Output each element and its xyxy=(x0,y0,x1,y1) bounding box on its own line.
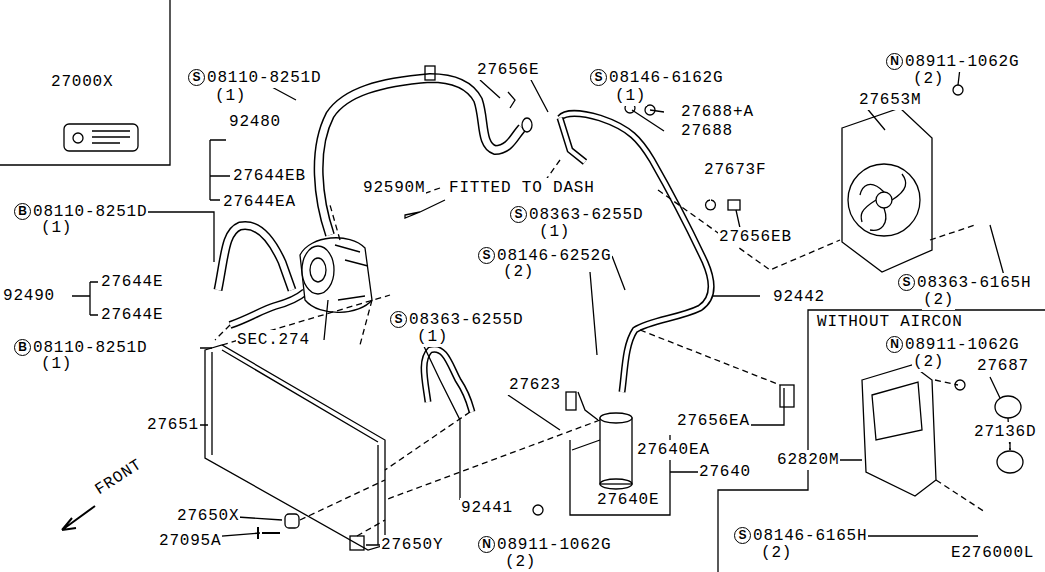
symbol-letter: N xyxy=(886,336,903,353)
symbol-letter: B xyxy=(14,339,31,356)
direction-label: FRONT xyxy=(91,454,147,500)
callout-number: 27644E xyxy=(100,272,164,292)
callout-number: 27687 xyxy=(976,356,1030,376)
symbol-letter: B xyxy=(14,203,31,220)
callout-number: FITTED TO DASH xyxy=(448,178,596,198)
callout-number: (2) xyxy=(502,262,535,282)
callout-number: (1) xyxy=(40,354,73,374)
callout-number: 27656E xyxy=(476,60,540,80)
callout-number: (1) xyxy=(538,222,571,242)
callout-number: 27640E xyxy=(596,490,660,510)
callout-number: 92442 xyxy=(772,287,826,307)
callout-number: 27650X xyxy=(176,506,240,526)
callout-number: 08110-8251D xyxy=(206,68,322,88)
callout-number: 27650Y xyxy=(380,535,444,555)
callout-number: 27095A xyxy=(158,531,222,551)
callout-number: (2) xyxy=(922,290,955,310)
symbol-letter: S xyxy=(590,69,607,86)
callout-number: 27644EA xyxy=(222,192,297,212)
symbol-letter: S xyxy=(188,69,205,86)
callout-number: 62820M xyxy=(776,450,840,470)
callout-number: 27623 xyxy=(508,375,562,395)
symbol-letter: S xyxy=(390,311,407,328)
callout-number: (2) xyxy=(912,352,945,372)
label-panel: 27000X xyxy=(0,0,170,165)
callout-number: 92490 xyxy=(2,286,56,306)
callout-number: (2) xyxy=(504,552,537,572)
callout-number: 27640EA xyxy=(636,440,711,460)
callout-number: 27640 xyxy=(698,462,752,482)
callout-number: (1) xyxy=(40,218,73,238)
callout-number: E276000L xyxy=(950,543,1035,563)
callout-number: 27644E xyxy=(100,305,164,325)
part-number: 27000X xyxy=(50,72,114,92)
callout-number: (1) xyxy=(416,327,449,347)
callout-number: SEC.274 xyxy=(236,330,311,350)
callout-number: 27651 xyxy=(146,415,200,435)
callout-number: 92480 xyxy=(228,112,282,132)
callout-number: 27136D xyxy=(973,422,1037,442)
symbol-letter: S xyxy=(510,206,527,223)
callout-number: (1) xyxy=(614,86,647,106)
callout-number: 27644EB xyxy=(232,166,307,186)
symbol-letter: S xyxy=(478,247,495,264)
callout-number: 92441 xyxy=(460,498,514,518)
callout-number: 27688 xyxy=(680,121,734,141)
callout-number: 27688+A xyxy=(680,102,755,122)
region-title: WITHOUT AIRCON xyxy=(816,312,964,332)
callout-number: 27653M xyxy=(858,90,922,110)
symbol-letter: N xyxy=(886,53,903,70)
callout-number: (2) xyxy=(912,69,945,89)
callout-number: 92590M xyxy=(362,178,426,198)
callout-number: 08146-6162G xyxy=(608,68,724,88)
callout-number: 27656EB xyxy=(718,227,793,247)
callout-number: (2) xyxy=(760,543,793,563)
symbol-letter: S xyxy=(734,527,751,544)
callout-number: (1) xyxy=(214,86,247,106)
callout-number: 27673F xyxy=(703,160,767,180)
symbol-letter: S xyxy=(898,274,915,291)
symbol-letter: N xyxy=(478,536,495,553)
callout-number: 27656EA xyxy=(676,411,751,431)
